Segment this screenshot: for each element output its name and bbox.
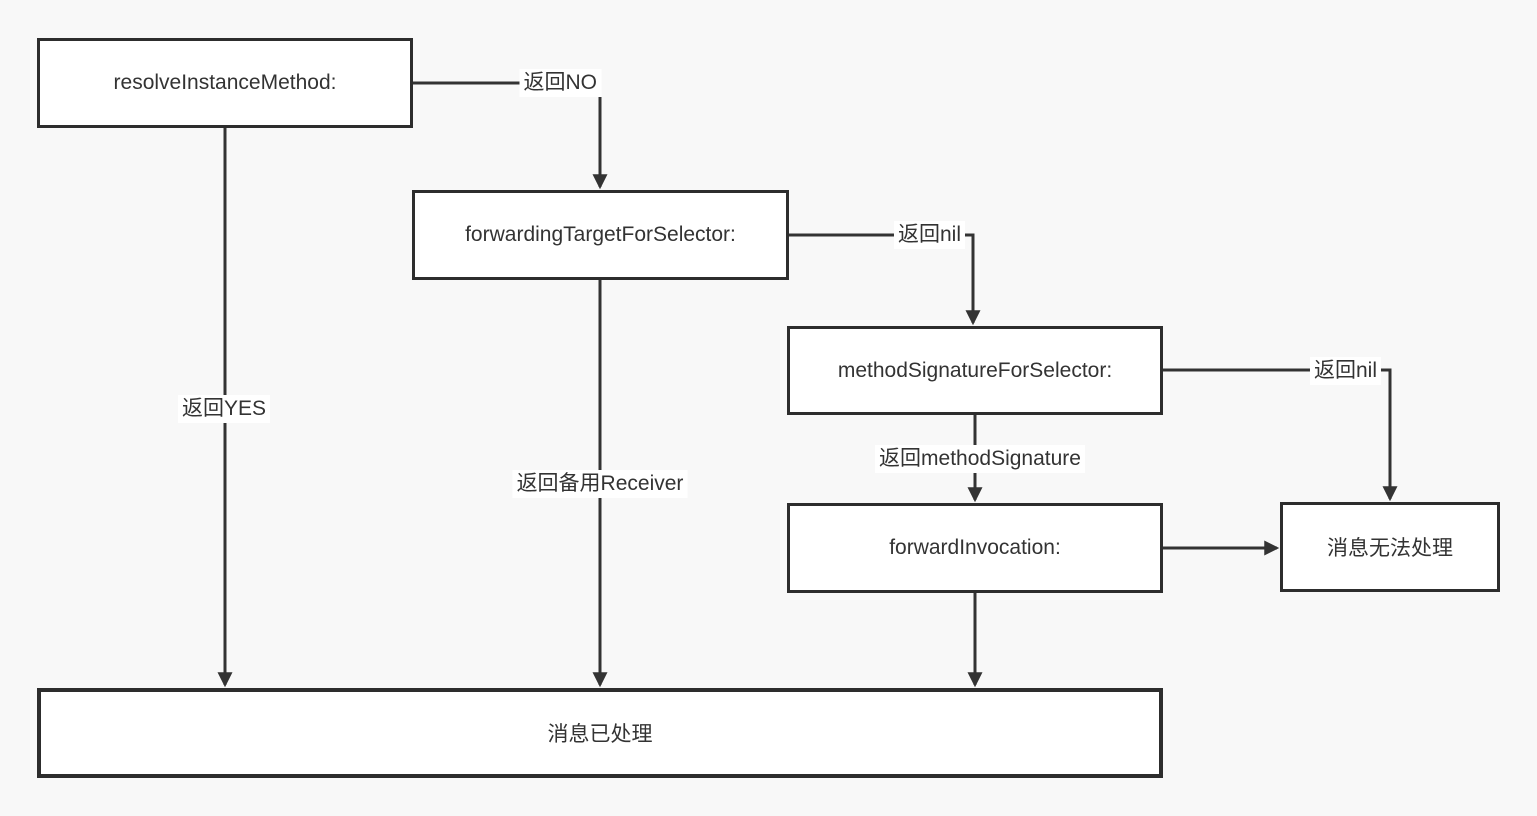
node-forward-invocation: forwardInvocation: [787,503,1163,593]
edge-label-return-nil-forwarding-target: 返回nil [893,221,965,249]
arrow-resolve-to-forwarding-target [413,81,608,190]
arrow-method-signature-to-unhandled [1163,368,1398,502]
edge-label-return-nil-method-signature: 返回nil [1309,357,1381,385]
edge-label-return-method-signature: 返回methodSignature [875,445,1085,473]
node-forwarding-target-for-selector: forwardingTargetForSelector: [412,190,789,280]
node-method-signature-for-selector: methodSignatureForSelector: [787,326,1163,415]
edge-label-return-backup-receiver: 返回备用Receiver [512,470,688,498]
arrow-forwarding-target-to-method-signature [789,233,981,326]
node-resolve-instance-method: resolveInstanceMethod: [37,38,413,128]
node-message-handled: 消息已处理 [37,688,1163,778]
edge-label-return-yes: 返回YES [177,395,271,423]
edge-label-return-no: 返回NO [519,69,601,97]
node-message-unhandled: 消息无法处理 [1280,502,1500,592]
